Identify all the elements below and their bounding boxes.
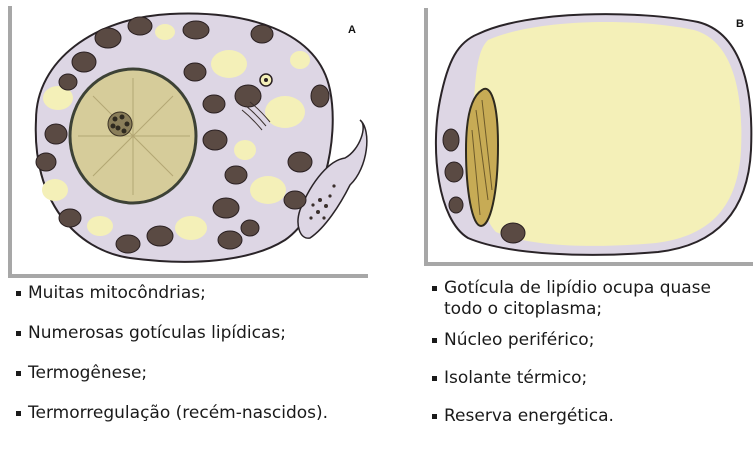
brown-adipocyte-illustration	[0, 0, 375, 282]
white-adipocyte-illustration	[418, 0, 753, 270]
feature-item: Termorregulação (recém-nascidos).	[14, 403, 394, 443]
panel-brown-adipocyte: A	[0, 0, 375, 282]
frame-left	[424, 8, 428, 264]
feature-item: Muitas mitocôndrias;	[14, 283, 394, 323]
frame-bottom	[8, 274, 368, 278]
feature-item: Reserva energética.	[430, 406, 750, 427]
frame-bottom	[424, 262, 753, 266]
feature-item: Numerosas gotículas lipídicas;	[14, 323, 394, 363]
feature-item: Isolante térmico;	[430, 368, 750, 389]
frame-left	[8, 6, 12, 278]
feature-item: Núcleo periférico;	[430, 330, 750, 351]
panel-label-a: A	[348, 24, 356, 36]
feature-item: Gotícula de lipídio ocupa quase todo o c…	[430, 278, 750, 320]
panel-label-b: B	[736, 18, 744, 30]
panel-white-adipocyte: B	[418, 0, 753, 270]
white-adipocyte-features: Gotícula de lipídio ocupa quase todo o c…	[430, 278, 750, 444]
lipid-droplet	[473, 22, 742, 246]
feature-item: Termogênese;	[14, 363, 394, 403]
brown-adipocyte-features: Muitas mitocôndrias; Numerosas gotículas…	[14, 283, 394, 443]
